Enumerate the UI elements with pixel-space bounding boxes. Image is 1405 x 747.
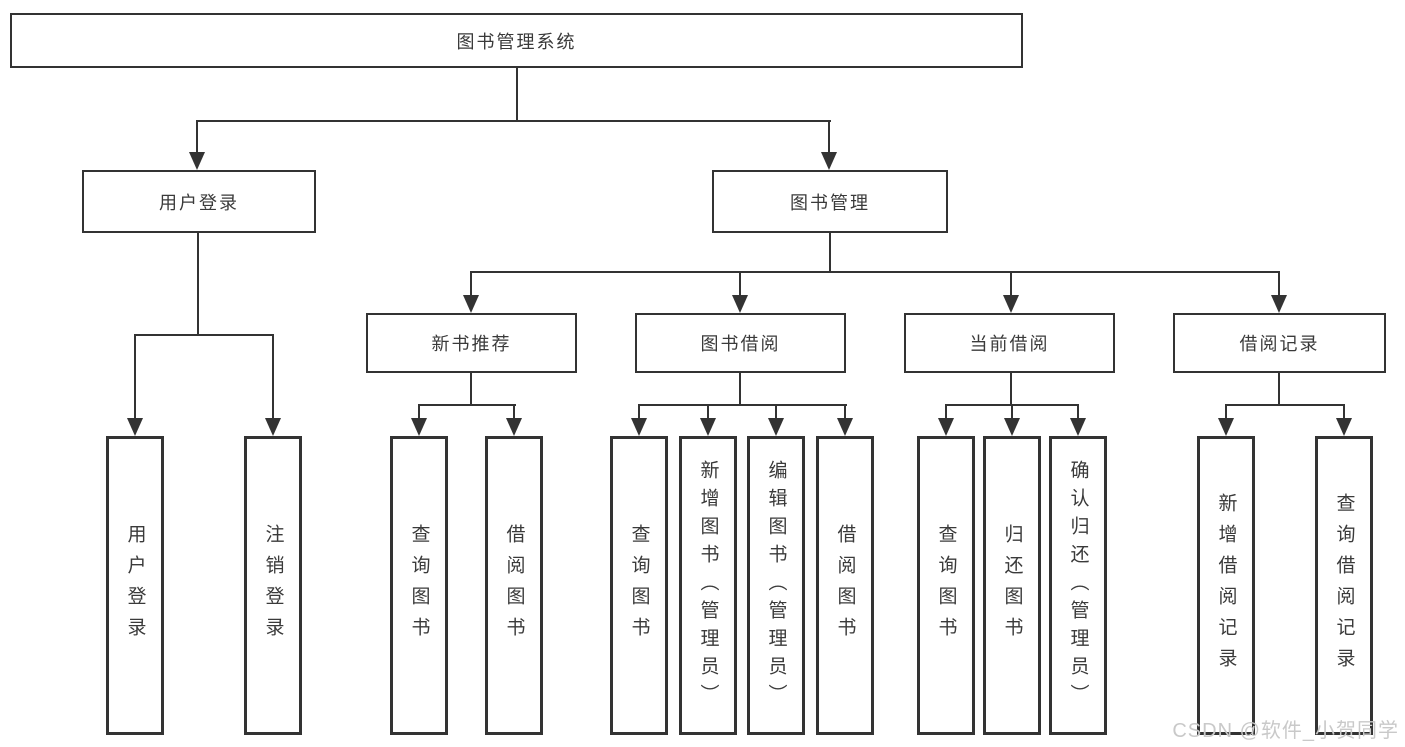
- connector-line: [828, 120, 830, 154]
- leaf-query-books-borrow: 查询图书: [610, 436, 668, 735]
- watermark: CSDN @软件_小贺同学: [1172, 720, 1399, 742]
- arrow-down-icon: [1218, 418, 1234, 436]
- connector-line: [1225, 404, 1227, 420]
- connector-line: [829, 233, 831, 272]
- arrow-down-icon: [411, 418, 427, 436]
- leaf-add-borrow-record-label: 新增借阅记录: [1215, 492, 1237, 679]
- leaf-borrow-books-recommend: 借阅图书: [485, 436, 543, 735]
- arrow-down-icon: [463, 295, 479, 313]
- connector-line: [638, 404, 640, 420]
- connector-line: [418, 404, 420, 420]
- node-borrow-records: 借阅记录: [1173, 313, 1386, 373]
- leaf-query-books-current-label: 查询图书: [935, 523, 957, 648]
- connector-line: [470, 271, 1280, 273]
- leaf-return-book-label: 归还图书: [1001, 523, 1023, 648]
- arrow-down-icon: [1336, 418, 1352, 436]
- connector-line: [844, 404, 846, 420]
- arrow-down-icon: [265, 418, 281, 436]
- leaf-confirm-return-admin: 确认归还（管理员）: [1049, 436, 1107, 735]
- arrow-down-icon: [821, 152, 837, 170]
- arrow-down-icon: [1070, 418, 1086, 436]
- leaf-add-book-admin-label: 新增图书（管理员）: [697, 459, 719, 712]
- node-current-borrow-label: 当前借阅: [969, 334, 1050, 354]
- leaf-borrow-books-recommend-label: 借阅图书: [503, 523, 525, 648]
- connector-line: [1077, 404, 1079, 420]
- arrow-down-icon: [1004, 418, 1020, 436]
- arrow-down-icon: [631, 418, 647, 436]
- node-user-login: 用户登录: [82, 170, 316, 233]
- arrow-down-icon: [732, 295, 748, 313]
- connector-line: [1225, 404, 1344, 406]
- arrow-down-icon: [1003, 295, 1019, 313]
- node-system-root-label: 图书管理系统: [456, 31, 577, 52]
- connector-line: [638, 404, 847, 406]
- connector-line: [739, 373, 741, 406]
- connector-line: [1278, 373, 1280, 406]
- connector-line: [470, 373, 472, 406]
- connector-line: [513, 404, 515, 420]
- leaf-logout: 注销登录: [244, 436, 302, 735]
- leaf-query-borrow-record-label: 查询借阅记录: [1333, 492, 1355, 679]
- node-current-borrow: 当前借阅: [904, 313, 1115, 373]
- connector-line: [1010, 271, 1012, 297]
- connector-line: [470, 271, 472, 297]
- leaf-query-borrow-record: 查询借阅记录: [1315, 436, 1373, 735]
- connector-line: [134, 334, 136, 420]
- leaf-edit-book-admin-label: 编辑图书（管理员）: [765, 459, 787, 712]
- leaf-borrow-books: 借阅图书: [816, 436, 874, 735]
- connector-line: [1010, 373, 1012, 406]
- node-book-borrow: 图书借阅: [635, 313, 846, 373]
- leaf-user-login: 用户登录: [106, 436, 164, 735]
- node-user-login-label: 用户登录: [159, 192, 239, 213]
- leaf-query-books-borrow-label: 查询图书: [628, 523, 650, 648]
- node-borrow-records-label: 借阅记录: [1239, 334, 1320, 354]
- leaf-confirm-return-admin-label: 确认归还（管理员）: [1067, 459, 1089, 712]
- arrow-down-icon: [506, 418, 522, 436]
- connector-line: [739, 271, 741, 297]
- leaf-user-login-label: 用户登录: [124, 523, 146, 648]
- connector-line: [134, 334, 274, 336]
- node-system-root: 图书管理系统: [10, 13, 1023, 68]
- leaf-add-borrow-record: 新增借阅记录: [1197, 436, 1255, 735]
- connector-line: [1011, 404, 1013, 420]
- arrow-down-icon: [1271, 295, 1287, 313]
- connector-line: [196, 120, 831, 122]
- connector-line: [418, 404, 516, 406]
- connector-line: [945, 404, 947, 420]
- arrow-down-icon: [700, 418, 716, 436]
- leaf-add-book-admin: 新增图书（管理员）: [679, 436, 737, 735]
- node-book-management: 图书管理: [712, 170, 948, 233]
- connector-line: [775, 404, 777, 420]
- arrow-down-icon: [127, 418, 143, 436]
- leaf-borrow-books-label: 借阅图书: [834, 523, 856, 648]
- leaf-edit-book-admin: 编辑图书（管理员）: [747, 436, 805, 735]
- arrow-down-icon: [938, 418, 954, 436]
- connector-line: [1278, 271, 1280, 297]
- connector-line: [1343, 404, 1345, 420]
- arrow-down-icon: [837, 418, 853, 436]
- connector-line: [516, 68, 518, 121]
- connector-line: [707, 404, 709, 420]
- node-book-borrow-label: 图书借阅: [700, 334, 781, 354]
- node-book-management-label: 图书管理: [790, 192, 870, 213]
- arrow-down-icon: [189, 152, 205, 170]
- connector-line: [272, 334, 274, 420]
- connector-line: [196, 120, 198, 154]
- leaf-query-books-current: 查询图书: [917, 436, 975, 735]
- leaf-logout-label: 注销登录: [262, 523, 284, 648]
- node-new-book-recommend: 新书推荐: [366, 313, 577, 373]
- leaf-return-book: 归还图书: [983, 436, 1041, 735]
- arrow-down-icon: [768, 418, 784, 436]
- leaf-query-books-recommend: 查询图书: [390, 436, 448, 735]
- leaf-query-books-recommend-label: 查询图书: [408, 523, 430, 648]
- connector-line: [197, 233, 199, 336]
- node-new-book-recommend-label: 新书推荐: [431, 334, 512, 354]
